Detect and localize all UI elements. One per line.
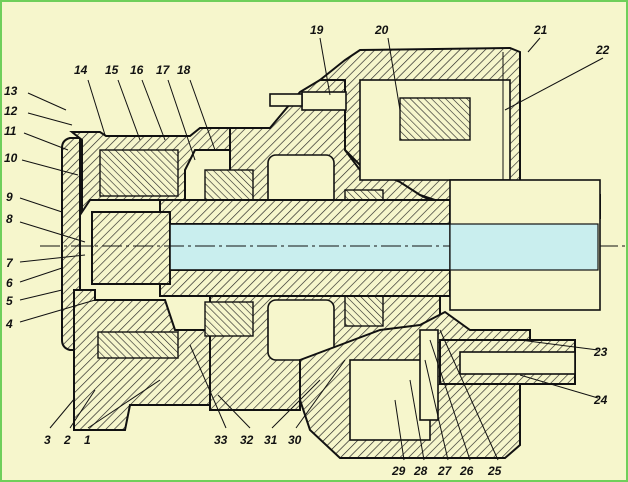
sun-gear-block (91, 211, 171, 285)
label-5: 5 (6, 294, 13, 308)
bolt-19 (301, 91, 347, 111)
label-6: 6 (6, 276, 13, 290)
label-24: 24 (593, 393, 608, 407)
label-16: 16 (130, 63, 144, 77)
label-32: 32 (240, 433, 254, 447)
label-17: 17 (156, 63, 171, 77)
hollow-shaft-bore-right (449, 223, 599, 271)
label-30: 30 (288, 433, 302, 447)
tapered-bearing-32 (204, 301, 254, 337)
label-9: 9 (6, 190, 13, 204)
label-4: 4 (5, 317, 13, 331)
label-29: 29 (391, 464, 406, 478)
label-23: 23 (593, 345, 608, 359)
hub-lower (159, 269, 451, 297)
label-1: 1 (84, 433, 91, 447)
lower-cavity (349, 359, 431, 441)
label-28: 28 (413, 464, 428, 478)
label-26: 26 (459, 464, 474, 478)
label-25: 25 (487, 464, 502, 478)
brake-pin-20 (399, 97, 471, 141)
label-22: 22 (595, 43, 610, 57)
label-10: 10 (4, 151, 18, 165)
label-3: 3 (44, 433, 51, 447)
label-12: 12 (4, 104, 18, 118)
planet-gear-upper (99, 149, 179, 197)
tapered-bearing-18 (204, 169, 254, 205)
label-7: 7 (6, 256, 14, 270)
bolt-19-head (269, 93, 303, 107)
tapered-bearing-lower-right (344, 295, 384, 327)
planet-gear-lower (97, 331, 179, 359)
label-33: 33 (214, 433, 228, 447)
label-11: 11 (4, 124, 17, 138)
hub-upper (159, 199, 451, 225)
label-18: 18 (177, 63, 191, 77)
label-2: 2 (63, 433, 71, 447)
label-14: 14 (74, 63, 88, 77)
leader-lines (19, 37, 604, 461)
label-15: 15 (105, 63, 119, 77)
label-20: 20 (374, 23, 389, 37)
label-8: 8 (6, 212, 13, 226)
output-shaft-core (459, 351, 576, 375)
label-31: 31 (264, 433, 278, 447)
label-27: 27 (437, 464, 453, 478)
label-19: 19 (310, 23, 324, 37)
label-21: 21 (533, 23, 548, 37)
label-13: 13 (4, 84, 18, 98)
